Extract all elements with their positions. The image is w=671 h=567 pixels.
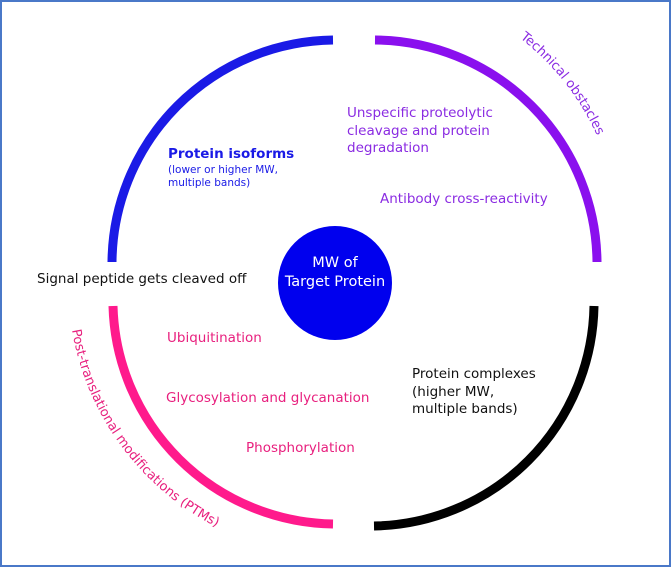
ptm-item-glycosylation: Glycosylation and glycanation — [166, 390, 370, 406]
proteolytic-line3: degradation — [347, 140, 429, 157]
center-label: MW of Target Protein — [278, 254, 392, 292]
proteolytic-line1: Unspecific proteolytic — [347, 105, 493, 121]
protein-complexes-label: Protein complexes (higher MW, multiple b… — [412, 366, 536, 419]
complexes-line1: Protein complexes — [412, 366, 536, 382]
signal-peptide-label: Signal peptide gets cleaved off — [37, 271, 247, 287]
technical-arc — [374, 35, 602, 263]
proteolytic-line2: cleavage and protein — [347, 122, 490, 139]
isoforms-subtitle-line2: multiple bands) — [168, 177, 251, 190]
technical-arc-label: Technical obstacles — [517, 29, 607, 138]
center-label-line2: Target Protein — [284, 273, 386, 290]
complexes-arc — [373, 305, 599, 531]
proteolytic-cleavage-label: Unspecific proteolytic cleavage and prot… — [347, 105, 493, 158]
ptm-item-ubiquitination: Ubiquitination — [167, 330, 262, 346]
center-circle — [278, 226, 392, 340]
isoforms-subtitle-line1: (lower or higher MW, — [168, 164, 279, 176]
ptm-arc — [108, 305, 334, 529]
isoforms-arc — [107, 35, 334, 263]
ptm-item-phosphorylation: Phosphorylation — [246, 440, 355, 456]
center-label-line1: MW of — [312, 255, 358, 271]
isoforms-title: Protein isoforms — [168, 146, 295, 162]
ptm-arc-label: Post-translational modifications (PTMs) — [68, 328, 222, 531]
complexes-line3: multiple bands) — [412, 401, 518, 418]
antibody-cross-reactivity-label: Antibody cross-reactivity — [380, 191, 548, 207]
isoforms-subtitle: (lower or higher MW, multiple bands) — [168, 164, 278, 190]
complexes-line2: (higher MW, — [412, 383, 495, 400]
